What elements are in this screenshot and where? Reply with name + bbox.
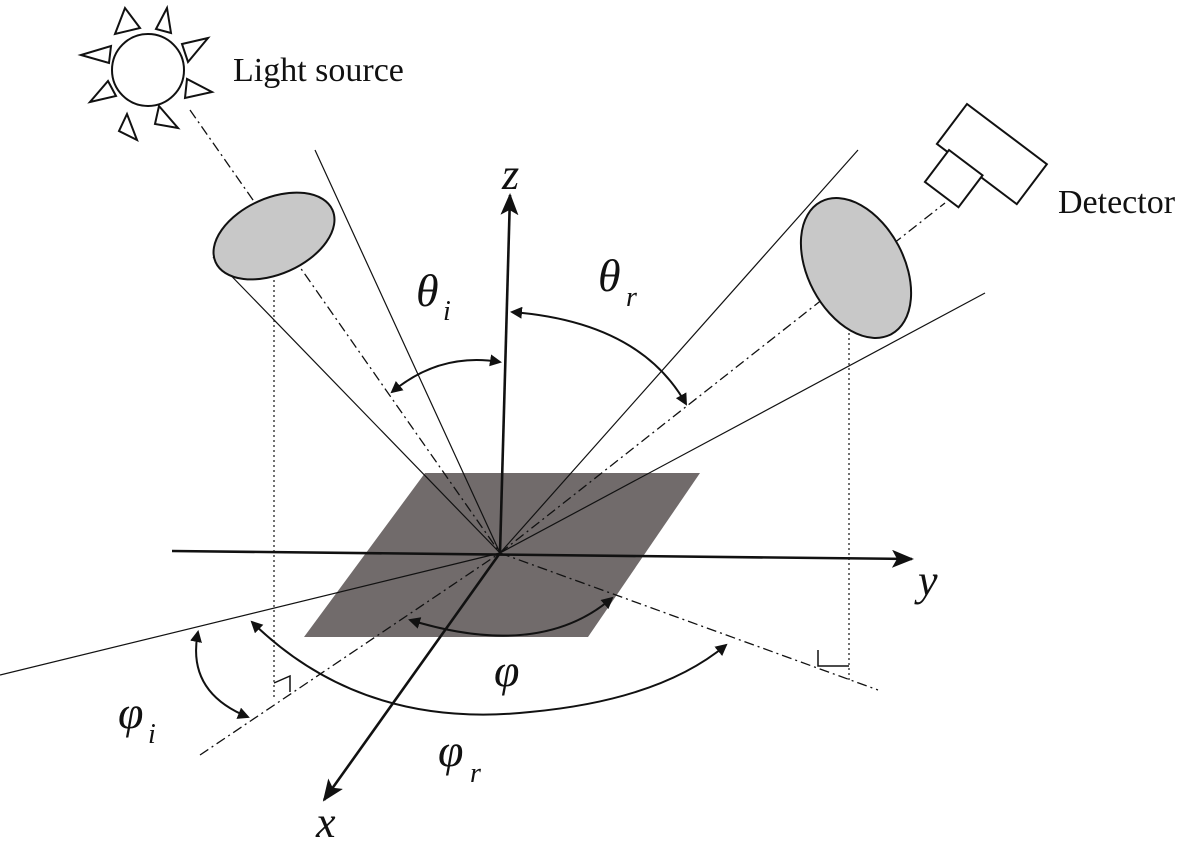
svg-text:i: i: [148, 719, 156, 750]
reflected-aperture: [799, 197, 913, 339]
z-axis: [498, 193, 519, 554]
detector-icon: [923, 102, 1049, 209]
svg-text:i: i: [443, 296, 451, 327]
phi-r-label: φ r: [438, 725, 481, 789]
svg-text:φ: φ: [438, 725, 463, 776]
reflected-cone-edge-lower: [499, 292, 986, 554]
light-source-label: Light source: [233, 52, 404, 89]
theta-r-arc: [510, 306, 687, 406]
theta-i-arc: [390, 354, 502, 394]
phi-i-arc: [190, 630, 250, 719]
theta-i-label: θ i: [416, 265, 451, 327]
svg-text:φ: φ: [494, 645, 519, 696]
z-axis-label: z: [501, 150, 519, 199]
right-angle-reflected: [817, 650, 849, 667]
svg-text:θ: θ: [598, 250, 621, 301]
x-axis-label: x: [315, 798, 336, 841]
svg-text:r: r: [470, 758, 481, 789]
phi-label: φ: [494, 645, 519, 696]
svg-text:φ: φ: [118, 687, 143, 738]
incident-cone-edge-left: [212, 256, 501, 554]
right-angle-incident: [273, 674, 291, 692]
incident-cone-edge-right: [314, 149, 501, 554]
x-axis: [322, 552, 502, 802]
phi-r-arc: [250, 620, 728, 716]
theta-r-label: θ r: [598, 250, 637, 313]
incident-chief-ray: [189, 109, 501, 554]
reflected-chief-ray: [499, 202, 946, 554]
svg-text:r: r: [626, 282, 637, 313]
y-axis: [171, 549, 914, 568]
phi-i-label: φ i: [118, 687, 156, 750]
detector-label: Detector: [1058, 184, 1176, 221]
y-axis-label: y: [914, 556, 938, 605]
incident-aperture: [212, 191, 336, 281]
incident-projection-solid: [0, 552, 501, 676]
sun-icon: [77, 4, 215, 143]
svg-text:θ: θ: [416, 265, 439, 316]
